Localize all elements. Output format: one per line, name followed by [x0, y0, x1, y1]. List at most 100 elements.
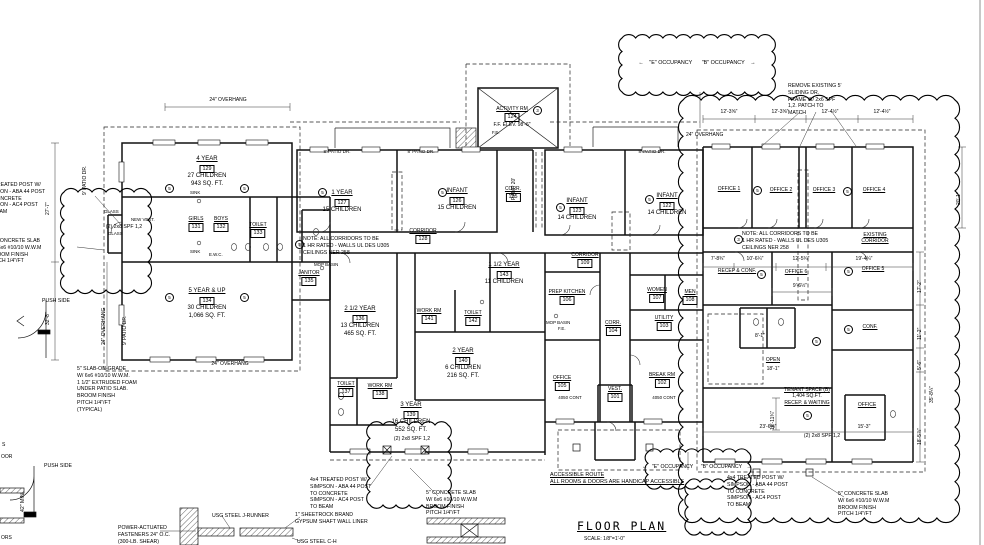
steel-ch-label: USG STEEL C-H — [297, 539, 337, 545]
room-label-recep-conf: RECEP & CONF. — [717, 268, 757, 274]
dim-35-8: 35'-8¼" — [929, 386, 935, 403]
edge-text-fragment-2: OOR — [1, 454, 13, 460]
walls — [107, 87, 914, 463]
keynote-circle: 3 — [734, 235, 743, 244]
spf-note-bottom: (2) 2x8 SPF 1,2 — [393, 436, 431, 442]
window-callout-1: 4050 CONT — [558, 395, 582, 400]
keynote-circle: 5 — [844, 267, 853, 276]
new-vest-label: NEW VEST. — [131, 217, 155, 222]
revision-clouds — [59, 34, 961, 536]
dim-12-4a: 12'-4½" — [821, 109, 839, 115]
push-side-label-1: PUSH SIDE — [42, 298, 70, 304]
overhang-dashed-lines — [103, 63, 926, 473]
edge-text-fragment-3: ORS — [1, 535, 12, 541]
dim-18-1: 18'-1" — [766, 366, 780, 372]
patio-door-label-1: 9' PATIO DR. — [82, 165, 88, 195]
dim-overhang-left: 24" OVERHANG — [101, 307, 107, 345]
remove-sliding-door-note: REMOVE EXISTING 5'SLIDING DR.FRAME W/ 2x… — [788, 83, 842, 116]
keynote-circle: 5 — [165, 184, 174, 193]
keynote-circle: 5 — [753, 186, 762, 195]
occupancy-note-bottom: ← "E" OCCUPANCY "B" OCCUPANCY → — [642, 464, 752, 470]
drawing-title: FLOOR PLAN — [577, 519, 667, 533]
keynote-circle: 5 — [812, 337, 821, 346]
keynote-circle: 5 — [844, 325, 853, 334]
keynote-circle: 5 — [556, 203, 565, 212]
dim-17-2: 17'-2" — [917, 280, 923, 293]
room-label-office-small: OFFICE — [857, 402, 877, 408]
arrow-left-icon: ← — [642, 464, 648, 470]
room-label-conf: CONF. — [862, 324, 878, 330]
glass-label-1: GLASS — [104, 209, 119, 214]
occupancy-note-top: ← "E" OCCUPANCY "B" OCCUPANCY → — [638, 60, 756, 66]
glass-label-2: GLASS — [108, 231, 123, 236]
patio-door-label-3: 8' PATIO DR. — [323, 149, 351, 154]
drawing-scale: SCALE: 1/8"=1'-0" — [584, 536, 625, 542]
keynote-circle: 5 — [318, 188, 327, 197]
plumbing-fixtures — [196, 198, 896, 418]
accessible-route-note: ACCESSIBLE ROUTE ALL ROOMS & DOORS ARE H… — [550, 472, 685, 485]
treated-post-note-left: 4x4 TREATED POST W/SIMPSON - ABA 44 POST… — [0, 182, 46, 215]
treated-post-note-bottom: 4x4 TREATED POST W/SIMPSON - ABA 44 POST… — [310, 477, 372, 510]
dim-27-7: 27'-7" — [45, 202, 51, 215]
room-label-tenant-space: TENANT SPACE (B)1,404 SQ.FT.RECEP. & WAI… — [784, 387, 830, 406]
dim-overhang-top: 24" OVERHANG — [209, 97, 247, 103]
ramp-label: RAMP 20' — [511, 177, 517, 200]
keynote-circle: 3 — [533, 106, 542, 115]
dim-11-2: 11'-2" — [917, 327, 923, 340]
dim-32-8: 32'-8" — [45, 312, 51, 325]
min-clearance-label: 42" MIN — [20, 493, 26, 512]
room-label-office-4: OFFICE 4 — [862, 187, 886, 193]
dim-12-4b: 12'-4½" — [873, 109, 891, 115]
patio-door-label-5: 8' PATIO DR. — [638, 149, 666, 154]
room-label-104: CORR.104 — [604, 320, 622, 336]
dim-10-6: 10'-6¼" — [746, 256, 764, 262]
sink-label-2: SINK — [190, 249, 201, 254]
fe-label-1: F.E. — [492, 130, 500, 135]
dim-12-5: 12'-5¾" — [792, 256, 810, 262]
dim-7-8: 7'-8¾" — [710, 256, 726, 262]
dim-19-4: 19'-4¼" — [855, 256, 873, 262]
room-label-office-3: OFFICE 3 — [812, 187, 836, 193]
leader-lines — [76, 92, 857, 542]
mop-basin-label-1: MOP BASIN — [314, 262, 339, 267]
dimension-lines — [51, 103, 966, 463]
room-label-office-6: OFFICE 6 — [784, 269, 808, 275]
dim-overhang-bottom: 24" OVERHANG — [211, 361, 249, 367]
dim-23-6: 23'-6⅝" — [759, 424, 777, 430]
spf-note-entry: (2) 2x8 SPF 1,2 — [105, 224, 143, 230]
mop-basin-label-2: MOP BASIN — [546, 320, 571, 325]
dim-18-5: 18'-5⅞" — [917, 428, 923, 445]
dim-9-6: 9'-6½" — [792, 283, 808, 289]
door-swing-arcs — [110, 218, 870, 432]
push-side-label-2b: PUSH SIDE — [44, 463, 72, 469]
